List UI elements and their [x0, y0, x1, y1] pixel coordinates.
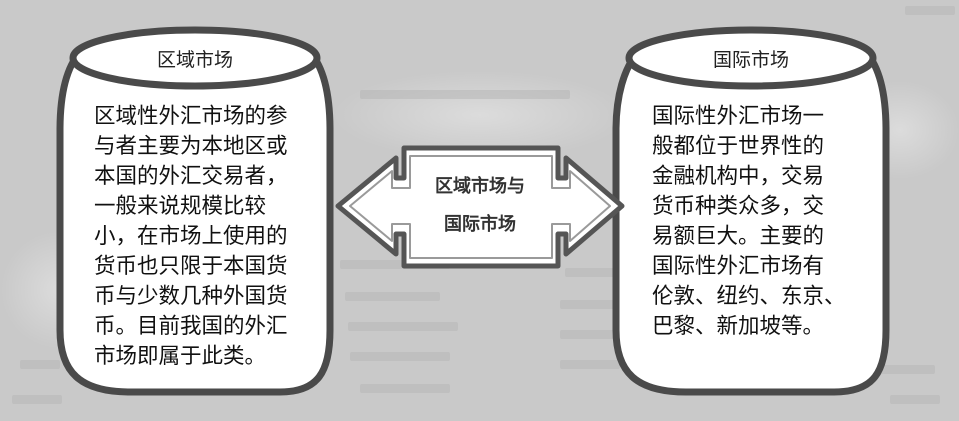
left-container-shape: [56, 26, 334, 396]
right-container-title: 国际市场: [712, 49, 789, 71]
left-container-text: 区域性外汇市场的参 与者主要为本地区或 本国的外汇交易者， 一般来说规模比较 小…: [94, 104, 288, 369]
right-container-lid: [625, 26, 877, 90]
left-container-lid: [69, 26, 321, 90]
double-arrow: [335, 145, 625, 269]
center-arrow-label: 区域市场与 国际市场: [435, 176, 525, 235]
right-container-shape: [612, 26, 890, 396]
right-container-text: 国际性外汇市场一 般都位于世界性的 金融机构中，交易 货币种类众多，交 易额巨大…: [652, 104, 846, 339]
left-container-title: 区域市场: [156, 49, 233, 71]
